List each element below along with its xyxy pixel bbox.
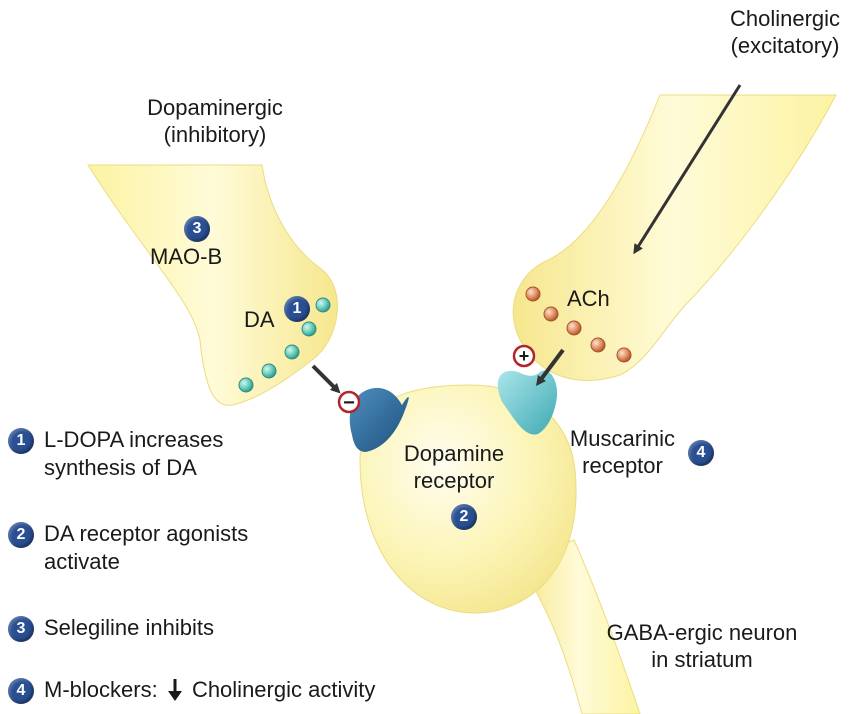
ach-label: ACh: [567, 286, 610, 311]
ach-vesicle: [616, 347, 632, 363]
badge-1-da: 1: [284, 296, 310, 322]
da-label: DA: [244, 307, 275, 332]
badge-4-muscarinic: 4: [688, 440, 714, 466]
mao-b-label: MAO-B: [150, 244, 223, 269]
da-vesicle: [238, 377, 254, 393]
da-vesicle: [261, 363, 277, 379]
gaba-neuron-label: GABA-ergic neuron in striatum: [606, 620, 798, 672]
ach-vesicles: [525, 286, 632, 363]
legend-text: L-DOPA increases synthesis of DA: [44, 427, 224, 480]
legend-badge: 4: [8, 678, 34, 704]
da-vesicle: [284, 344, 300, 360]
legend-text: Selegiline inhibits: [44, 615, 214, 640]
da-vesicle: [315, 297, 331, 313]
legend-badge: 1: [8, 428, 34, 454]
ach-vesicle: [543, 306, 559, 322]
legend-suffix: Cholinergic activity: [191, 677, 376, 702]
da-release-arrow: [311, 364, 341, 394]
cholinergic-label: Cholinergic (excitatory): [729, 6, 841, 58]
legend-badge: 2: [8, 522, 34, 548]
gaba-neuron-body: [359, 384, 577, 614]
excitatory-sign-text: +: [519, 346, 530, 366]
dopaminergic-label: Dopaminergic (inhibitory): [147, 95, 283, 147]
legend-prefix: M-blockers:: [44, 677, 158, 702]
legend-text: DA receptor agonists activate: [44, 521, 249, 574]
dopamine-receptor-label: Dopamine receptor: [403, 441, 505, 493]
da-vesicles: [238, 297, 331, 393]
ach-vesicle: [566, 320, 582, 336]
cholinergic-signal-arrow: [633, 84, 742, 255]
ach-vesicle: [525, 286, 541, 302]
muscarinic-receptor-shape: [497, 370, 558, 435]
muscarinic-receptor-label: Muscarinic receptor: [569, 426, 676, 478]
badge-2-receptor: 2: [451, 504, 477, 530]
legend-text: M-blockers: Cholinergic activity: [44, 676, 375, 704]
badge-3-mao: 3: [184, 216, 210, 242]
ach-release-arrow: [536, 348, 565, 386]
inhibitory-sign: −: [337, 390, 361, 414]
legend-badge: 3: [8, 616, 34, 642]
down-arrow-icon: [167, 679, 182, 701]
da-vesicle: [301, 321, 317, 337]
ach-vesicle: [590, 337, 606, 353]
dopamine-receptor-shape: [349, 387, 409, 452]
inhibitory-sign-text: −: [343, 392, 355, 414]
cholinergic-terminal: [512, 94, 837, 381]
dopaminergic-terminal: [87, 164, 338, 406]
excitatory-sign: +: [512, 344, 536, 368]
